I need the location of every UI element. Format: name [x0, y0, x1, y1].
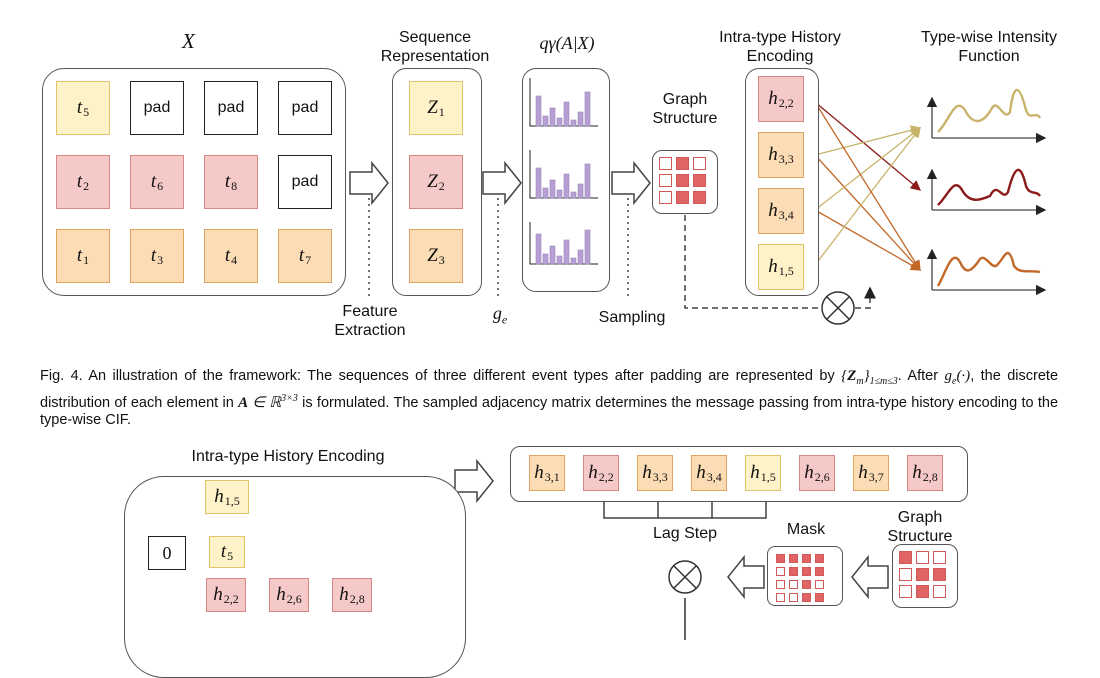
matrix-cell — [933, 568, 946, 581]
block-arrow — [611, 160, 651, 206]
matrix-cell — [802, 593, 811, 602]
intensity-label: Type-wise Intensity Function — [920, 29, 1058, 65]
matrix-cell — [659, 174, 672, 187]
matrix-cell — [802, 567, 811, 576]
pad-cell: pad — [204, 81, 258, 135]
graph-structure-label: Graph Structure — [652, 91, 718, 127]
matrix-cell — [776, 567, 785, 576]
matrix-cell — [933, 585, 946, 598]
block-arrow — [482, 160, 522, 206]
intensity-plot-1 — [926, 88, 1047, 144]
matrix-cell — [815, 554, 824, 563]
sequence-representation-label: Sequence Representation — [380, 29, 490, 65]
matrix-cell — [933, 551, 946, 564]
intensity-plot-3 — [926, 248, 1047, 296]
block-arrow — [851, 554, 889, 600]
ge-label: ge — [492, 303, 508, 327]
matrix-cell — [659, 157, 672, 170]
matrix-cell — [815, 580, 824, 589]
x-label: X — [182, 29, 195, 53]
bottom-intra-frame — [124, 476, 466, 678]
lag-step-label: Lag Step — [652, 525, 718, 542]
matrix-cell — [789, 580, 798, 589]
figure-caption: Fig. 4. An illustration of the framework… — [40, 368, 1059, 428]
matrix-cell — [789, 567, 798, 576]
matrix-cell — [693, 174, 706, 187]
sampling-label: Sampling — [598, 309, 666, 326]
connector-layer — [188, 88, 1047, 640]
block-arrow — [454, 458, 494, 504]
matrix-cell — [776, 580, 785, 589]
matrix-cell — [899, 585, 912, 598]
feature-extraction-label: Feature Extraction — [334, 303, 406, 339]
matrix-cell — [802, 580, 811, 589]
bottom-intra-label: Intra-type History Encoding — [191, 448, 385, 465]
pad-cell: pad — [278, 81, 332, 135]
pad-cell: pad — [278, 155, 332, 209]
intensity-plot-2 — [926, 168, 1047, 216]
zero-box: 0 — [148, 536, 186, 570]
bottom-graph-label: Graph Structure — [887, 509, 953, 545]
pad-cell: pad — [130, 81, 184, 135]
matrix-cell — [802, 554, 811, 563]
matrix-cell — [789, 554, 798, 563]
matrix-cell — [676, 191, 689, 204]
distribution-label: qγ(A|X) — [539, 33, 595, 53]
matrix-cell — [676, 174, 689, 187]
matrix-cell — [899, 551, 912, 564]
matrix-cell — [789, 593, 798, 602]
matrix-cell — [676, 157, 689, 170]
matrix-cell — [776, 554, 785, 563]
matrix-cell — [916, 568, 929, 581]
matrix-cell — [815, 567, 824, 576]
matrix-cell — [916, 551, 929, 564]
matrix-cell — [916, 585, 929, 598]
matrix-cell — [659, 191, 672, 204]
matrix-cell — [899, 568, 912, 581]
matrix-cell — [815, 593, 824, 602]
matrix-cell — [693, 157, 706, 170]
matrix-cell — [693, 191, 706, 204]
distribution-frame — [522, 68, 610, 292]
block-arrow — [349, 160, 389, 206]
mask-label: Mask — [786, 521, 826, 538]
matrix-cell — [776, 593, 785, 602]
block-arrow — [727, 554, 765, 600]
sequence-frame — [510, 446, 968, 502]
intra-type-label: Intra-type History Encoding — [719, 29, 841, 65]
